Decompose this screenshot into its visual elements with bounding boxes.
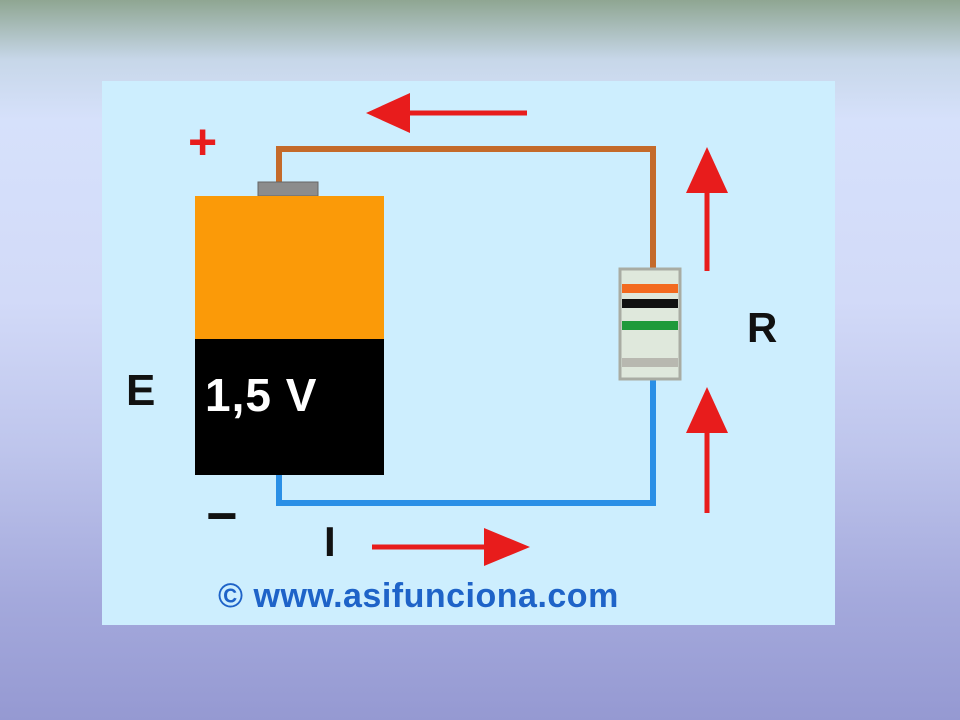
- resistor-band-1: [622, 284, 678, 293]
- resistor: [618, 267, 682, 381]
- battery-bottom-black: [195, 339, 384, 475]
- arrow-right-lower: [686, 387, 728, 513]
- battery-top-orange: [195, 196, 384, 339]
- circuit-diagram-panel: + − E 1,5 V R I © www.asifunciona.com: [102, 81, 835, 625]
- negative-terminal-label: −: [206, 486, 238, 546]
- negative-wire: [276, 377, 656, 506]
- copyright-text: © www.asifunciona.com: [218, 577, 619, 615]
- arrow-current-right: [372, 528, 530, 566]
- emf-label: E: [126, 366, 156, 415]
- arrow-top-left: [366, 93, 527, 133]
- resistor-band-3: [622, 321, 678, 330]
- arrow-right-upper: [686, 147, 728, 271]
- resistor-label: R: [747, 304, 778, 351]
- battery-terminal: [257, 181, 319, 197]
- circuit-svg: [195, 93, 728, 566]
- positive-wire: [276, 146, 656, 269]
- resistor-band-4: [622, 358, 678, 367]
- resistor-band-2: [622, 299, 678, 308]
- battery-voltage-label: 1,5 V: [205, 369, 318, 421]
- current-label: I: [324, 518, 336, 565]
- positive-terminal-label: +: [188, 114, 218, 170]
